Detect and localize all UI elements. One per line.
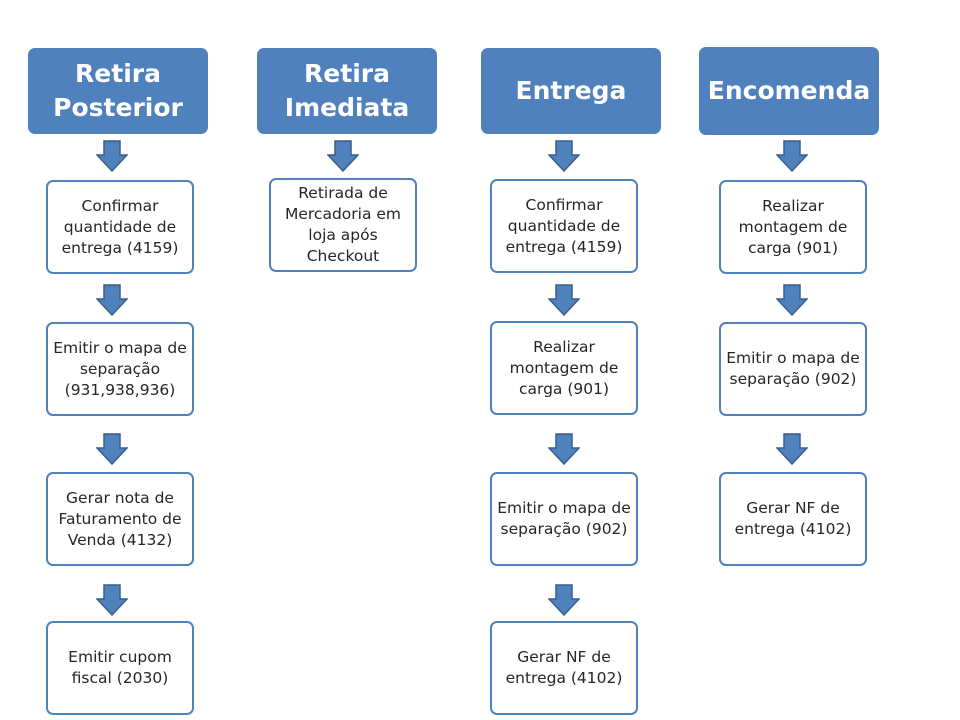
step-box: Confirmar quantidade de entrega (4159)	[490, 179, 638, 273]
step-box: Gerar NF de entrega (4102)	[719, 472, 867, 566]
step-box: Confirmar quantidade de entrega (4159)	[46, 180, 194, 274]
down-arrow-icon	[327, 140, 359, 172]
step-box: Retirada de Mercadoria em loja após Chec…	[269, 178, 417, 272]
down-arrow-icon	[776, 433, 808, 465]
down-arrow-icon	[776, 284, 808, 316]
down-arrow-icon	[776, 140, 808, 172]
step-box: Emitir o mapa de separação (931,938,936)	[46, 322, 194, 416]
down-arrow-icon	[96, 284, 128, 316]
header-retira-imediata: Retira Imediata	[257, 48, 437, 134]
step-box: Realizar montagem de carga (901)	[719, 180, 867, 274]
down-arrow-icon	[96, 584, 128, 616]
down-arrow-icon	[548, 433, 580, 465]
step-box: Emitir cupom fiscal (2030)	[46, 621, 194, 715]
step-box: Gerar nota de Faturamento de Venda (4132…	[46, 472, 194, 566]
down-arrow-icon	[548, 284, 580, 316]
down-arrow-icon	[96, 433, 128, 465]
step-box: Realizar montagem de carga (901)	[490, 321, 638, 415]
down-arrow-icon	[96, 140, 128, 172]
header-retira-posterior: Retira Posterior	[28, 48, 208, 134]
down-arrow-icon	[548, 584, 580, 616]
step-box: Emitir o mapa de separação (902)	[490, 472, 638, 566]
header-entrega: Entrega	[481, 48, 661, 134]
header-encomenda: Encomenda	[699, 47, 879, 135]
step-box: Gerar NF de entrega (4102)	[490, 621, 638, 715]
down-arrow-icon	[548, 140, 580, 172]
step-box: Emitir o mapa de separação (902)	[719, 322, 867, 416]
